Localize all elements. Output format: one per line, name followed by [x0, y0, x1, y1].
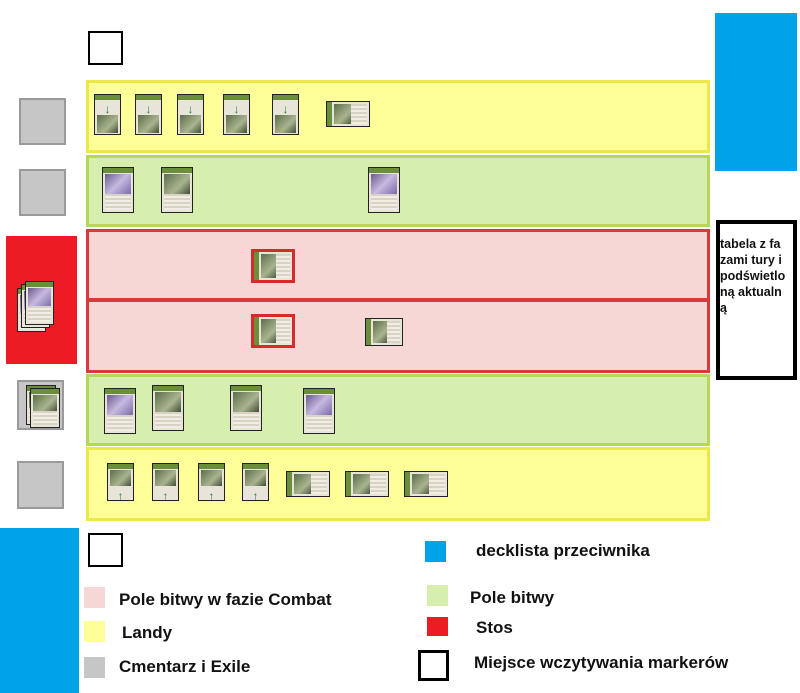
player-lands-zone: ↑ ↑ ↑ ↑ → → →	[86, 447, 710, 521]
card-land-tapped[interactable]: →	[345, 471, 389, 497]
player-marker-spot[interactable]	[88, 533, 123, 567]
player-decklist[interactable]	[0, 528, 79, 693]
legend-swatch-lands	[84, 621, 105, 642]
card-land[interactable]: ↓	[94, 94, 121, 135]
card-land[interactable]: ↑	[152, 463, 179, 501]
card-land[interactable]: ↓	[135, 94, 162, 135]
legend-label-lands: Landy	[122, 623, 173, 642]
legend-swatch-opponent-decklist	[425, 541, 446, 562]
card-attacking[interactable]	[251, 314, 295, 348]
player-exile[interactable]	[17, 461, 64, 509]
phase-table[interactable]	[716, 220, 797, 380]
legend-label-opponent-decklist: decklista przeciwnika	[476, 541, 650, 560]
card-creature[interactable]	[230, 385, 262, 431]
stack-card[interactable]	[25, 281, 54, 325]
stack-zone[interactable]	[6, 236, 77, 364]
opponent-battlefield-zone	[86, 155, 710, 227]
player-combat-zone	[86, 299, 710, 373]
legend-label-stack: Stos	[476, 618, 513, 637]
card-land-tapped[interactable]: →	[326, 101, 370, 127]
legend-swatch-graveyard-exile	[84, 657, 105, 678]
card-land-tapped[interactable]: →	[286, 471, 330, 497]
legend-label-marker-spot: Miejsce wczytywania markerów	[474, 653, 729, 672]
card-land-tapped[interactable]: →	[404, 471, 448, 497]
card-creature[interactable]	[104, 388, 136, 434]
opponent-exile[interactable]	[19, 169, 66, 216]
graveyard-card[interactable]	[30, 388, 60, 428]
opponent-graveyard[interactable]	[19, 98, 66, 145]
opponent-combat-zone	[86, 229, 710, 301]
legend-swatch-battlefield	[427, 585, 448, 606]
card-creature[interactable]	[303, 388, 335, 434]
card-land[interactable]: ↓	[177, 94, 204, 135]
card-creature[interactable]	[152, 385, 184, 431]
player-graveyard[interactable]	[17, 380, 64, 430]
legend-label-combat: Pole bitwy w fazie Combat	[119, 590, 332, 609]
card-land[interactable]: ↓	[272, 94, 299, 135]
card-creature[interactable]	[102, 167, 134, 213]
legend-swatch-marker-spot	[418, 650, 449, 681]
phase-table-label: tabela z fazami tury i podświetloną aktu…	[720, 237, 786, 315]
opponent-decklist[interactable]	[715, 13, 797, 171]
legend-label-battlefield: Pole bitwy	[470, 588, 555, 607]
card-land[interactable]: ↑	[242, 463, 269, 501]
card-land[interactable]: ↑	[198, 463, 225, 501]
card-land[interactable]: ↓	[223, 94, 250, 135]
legend-swatch-stack	[427, 617, 448, 636]
opponent-marker-spot[interactable]	[88, 31, 123, 65]
player-battlefield-zone	[86, 374, 710, 446]
card-blocking[interactable]	[365, 318, 403, 346]
card-creature[interactable]	[161, 167, 193, 213]
card-land[interactable]: ↑	[107, 463, 134, 501]
opponent-lands-zone: ↓ ↓ ↓ ↓ ↓ →	[86, 80, 710, 153]
card-attacking[interactable]	[251, 249, 295, 283]
card-creature[interactable]	[368, 167, 400, 213]
legend-label-graveyard-exile: Cmentarz i Exile	[119, 657, 251, 676]
legend-swatch-combat	[84, 587, 105, 608]
